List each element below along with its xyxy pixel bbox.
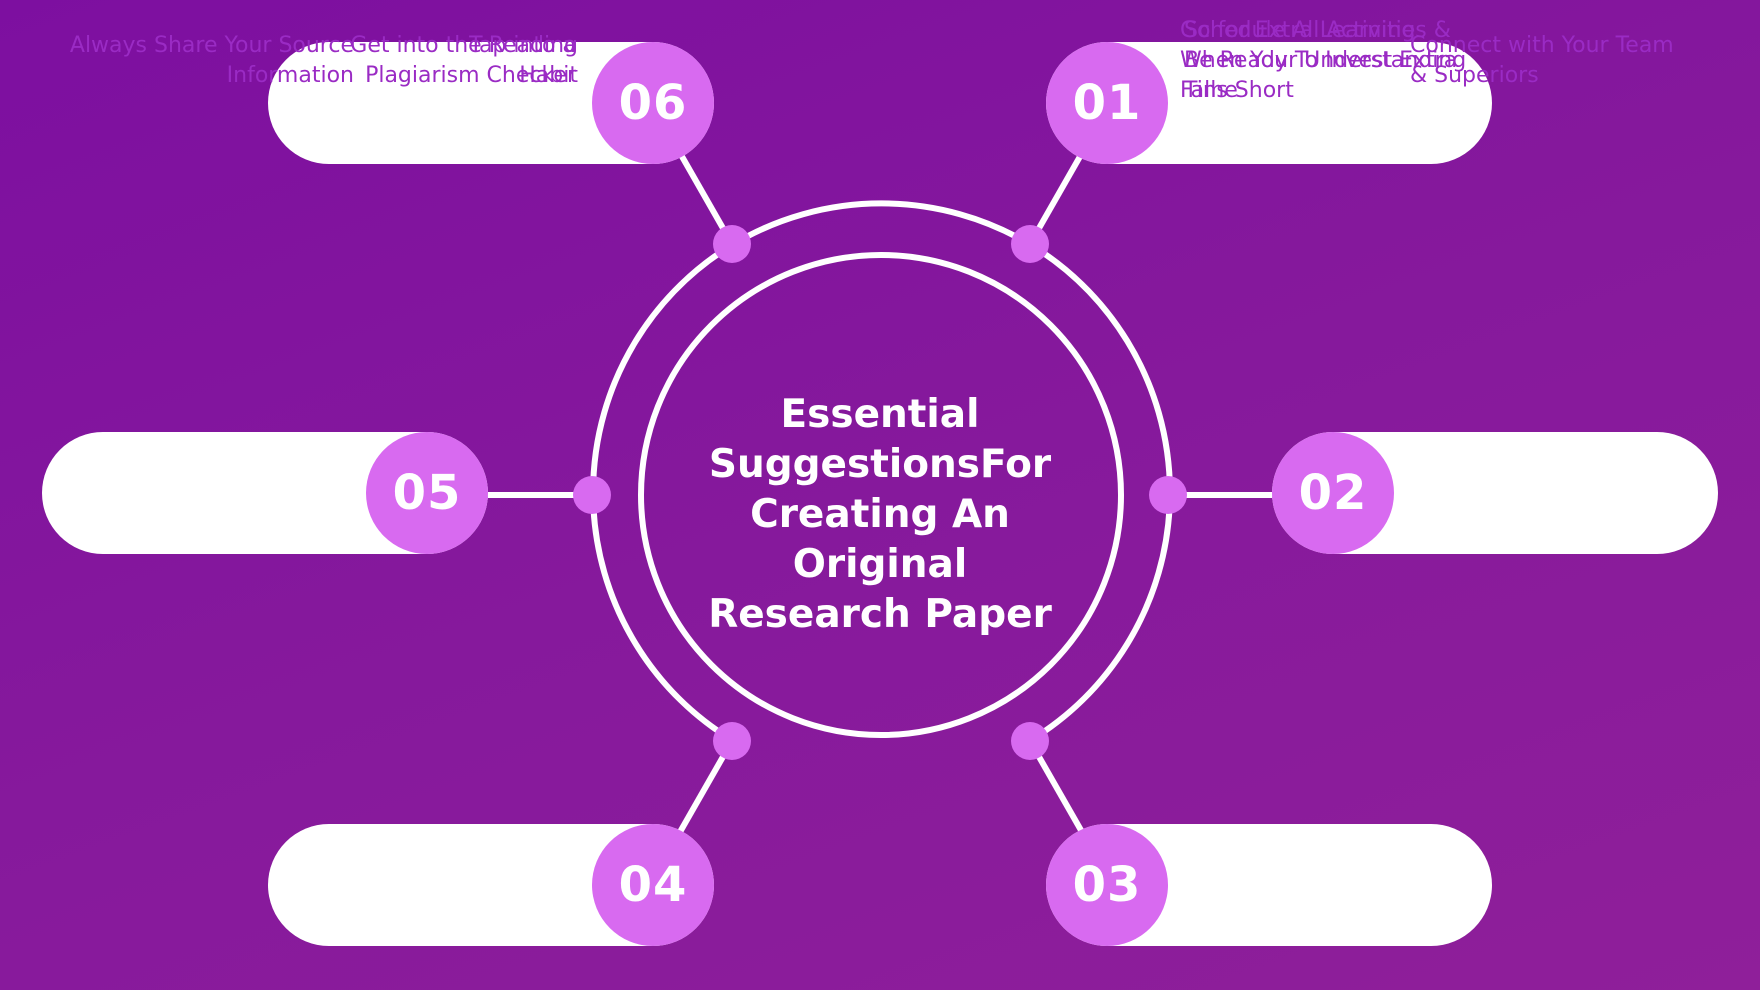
step-01-number: 01 (1046, 42, 1168, 164)
center-title-line: Essential (780, 392, 980, 437)
step-04-text-line: Get into the Reading (350, 33, 578, 58)
center-title: Essential SuggestionsFor Creating An Ori… (660, 390, 1100, 640)
connector-dot-02 (1149, 476, 1187, 514)
connector-dot-01 (1011, 225, 1049, 263)
step-05-text: Always Share Your Source Information (56, 0, 354, 122)
step-06-number: 06 (592, 42, 714, 164)
step-02-text: Connect with Your Team & Superiors (1410, 0, 1710, 122)
connector-dot-03 (1011, 722, 1049, 760)
step-03-text-line: Falls Short (1180, 78, 1294, 103)
step-04-text: Get into the Reading Habit (300, 0, 578, 122)
inner-ring (638, 252, 1124, 738)
step-06-text-line: Plagiarism Checker (365, 63, 576, 88)
step-03-text-line: Go for Extra Learning (1180, 18, 1416, 43)
connector-dot-05 (573, 476, 611, 514)
step-04-text-line: Habit (519, 63, 578, 88)
connector-dot-04 (713, 722, 751, 760)
step-02-text-line: Connect with Your Team (1410, 33, 1674, 58)
step-02-number: 02 (1272, 432, 1394, 554)
step-05-number: 05 (366, 432, 488, 554)
center-title-line: Research Paper (708, 592, 1052, 637)
center-title-line: Creating An Original (750, 492, 1010, 587)
connector-dot-06 (713, 225, 751, 263)
step-05-text-line: Information (226, 63, 354, 88)
step-04-number: 04 (592, 824, 714, 946)
step-06-text-line: Tap into a (469, 33, 576, 58)
step-01-text-line: Schedule All Activities & (1184, 18, 1451, 43)
step-03-number: 03 (1046, 824, 1168, 946)
step-01-text-line: Be Ready To Invest Extra (1184, 48, 1458, 73)
step-02-text-line: & Superiors (1410, 63, 1539, 88)
outer-ring-arc-top (731, 200, 1032, 247)
center-title-line: SuggestionsFor (708, 442, 1052, 487)
step-03-text: Go for Extra Learning When Your Understa… (1180, 0, 1486, 122)
step-05-text-line: Always Share Your Source (69, 33, 354, 58)
step-06-text: Tap into a Plagiarism Checker (290, 0, 576, 122)
step-03-text-line: When Your Understanding (1180, 48, 1467, 73)
step-01-text-line: Time (1184, 78, 1238, 103)
step-01-text: Schedule All Activities & Be Ready To In… (1184, 0, 1484, 122)
